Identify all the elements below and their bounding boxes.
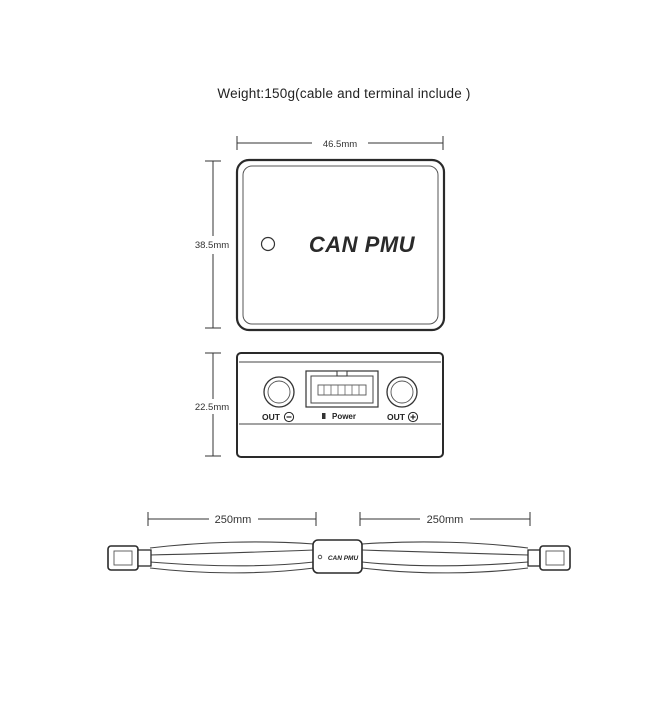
width-label: 46.5mm: [323, 139, 357, 150]
height-dimension: 38.5mm: [195, 160, 229, 329]
out-minus-label: OUT: [262, 412, 281, 422]
module-label: CAN PMU: [328, 555, 359, 562]
battery-icon: [322, 413, 326, 419]
status-led-icon: [260, 236, 276, 252]
cable-module: CAN PMU: [312, 539, 363, 574]
cable-wires: [149, 541, 529, 574]
minus-icon: [283, 411, 295, 423]
cable-left-dimension: 250mm: [147, 512, 317, 526]
module-led-icon: [317, 554, 323, 560]
plus-icon: [407, 411, 419, 423]
can-pmu-logo: CAN PMU: [309, 232, 416, 257]
out-minus-connector: [263, 376, 295, 408]
power-connector: [305, 370, 379, 408]
cable-right-dimension: 250mm: [359, 512, 531, 526]
left-cable-length: 250mm: [215, 514, 252, 526]
out-plus-label: OUT: [387, 412, 406, 422]
weight-title: Weight:150g(cable and terminal include ): [217, 86, 470, 101]
front-view-housing: OUT OUT Power: [236, 352, 444, 458]
power-label: Power: [332, 412, 356, 421]
left-plug: [107, 545, 152, 571]
right-plug: [527, 545, 571, 571]
width-dimension: 46.5mm: [236, 136, 444, 150]
front-height-label: 22.5mm: [195, 402, 229, 413]
front-height-dimension: 22.5mm: [195, 352, 229, 457]
top-view-housing: CAN PMU: [235, 158, 446, 332]
height-label: 38.5mm: [195, 240, 229, 251]
right-cable-length: 250mm: [427, 514, 464, 526]
out-plus-connector: [386, 376, 418, 408]
